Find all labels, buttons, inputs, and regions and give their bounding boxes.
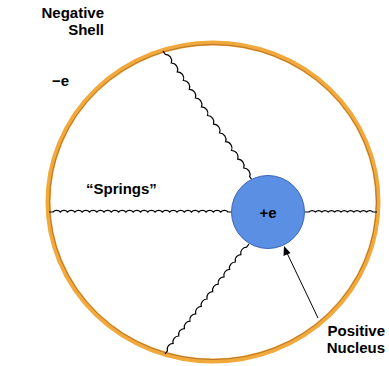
spring — [305, 211, 377, 212]
springs-label: “Springs” — [86, 180, 157, 197]
negative-shell — [48, 43, 378, 361]
nucleus-label: Positive Nucleus — [321, 322, 385, 356]
nucleus-circle: +e — [231, 175, 305, 249]
leader-line — [287, 253, 318, 318]
spring — [163, 51, 252, 180]
spring — [165, 244, 249, 354]
shell-inner-line — [50, 45, 377, 360]
spring — [49, 210, 232, 212]
charge-label: −e — [50, 72, 71, 89]
leader-arrowhead — [284, 246, 291, 256]
shell-heading: Negative Shell — [8, 4, 104, 38]
nucleus-charge: +e — [259, 204, 276, 221]
